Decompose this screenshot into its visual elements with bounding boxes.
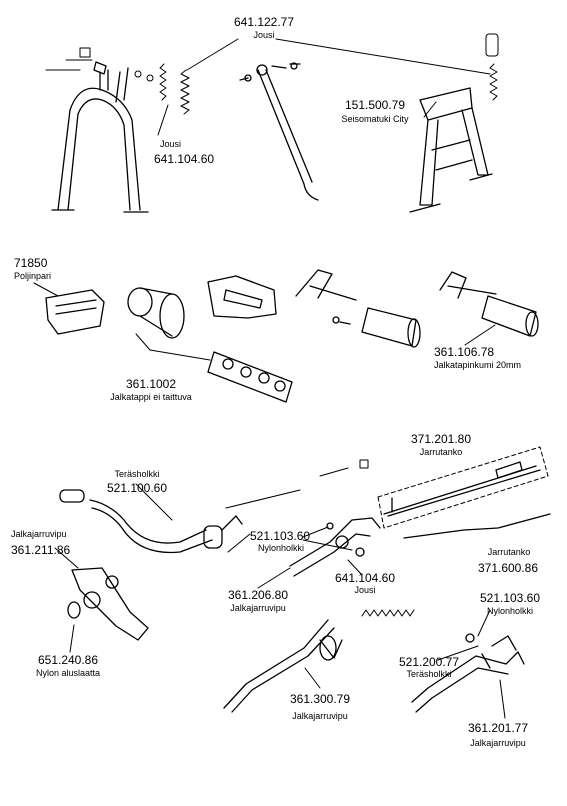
- brake-lever-mid: [289, 517, 381, 577]
- brake-lever-long: [59, 489, 243, 554]
- part-code: 361.106.78: [434, 345, 495, 359]
- part-code: 361.201.77: [467, 721, 529, 735]
- part-code: 521.103.60: [479, 591, 541, 605]
- brake-linkage-upper: [225, 459, 369, 509]
- part-code: 651.240.86: [37, 653, 99, 667]
- footpeg-rubber-right: [439, 271, 539, 337]
- brake-rod-bottom: [403, 513, 551, 539]
- footpeg-bracket: [207, 275, 277, 319]
- brake-lever-left: [67, 567, 149, 641]
- part-code: 361.300.79: [289, 692, 351, 706]
- part-name: Jousi: [253, 30, 275, 40]
- part-name: Nylonholkki: [258, 543, 305, 553]
- footpeg-assembly-right: [295, 269, 421, 348]
- part-name: Jousi: [354, 585, 376, 595]
- part-code: 361.206.80: [227, 588, 289, 602]
- part-code: 371.600.86: [477, 561, 539, 575]
- spring-right: [485, 33, 499, 101]
- part-code: 361.1002: [125, 377, 177, 391]
- part-code: 521.200.77: [398, 655, 460, 669]
- center-stand-city: [409, 87, 493, 213]
- pedal-pair: [45, 289, 105, 335]
- part-name: Seisomatuki City: [341, 114, 409, 124]
- part-name: Teräsholkki: [406, 669, 452, 679]
- part-name: Jalkatapinkumi 20mm: [434, 360, 522, 370]
- footpeg-rubber-left: [127, 287, 185, 339]
- part-name: Jarrutanko: [419, 447, 463, 457]
- part-code: 361.211.86: [11, 543, 71, 557]
- brake-rod-dashed-box: [377, 446, 549, 529]
- bolts-top-left: [45, 47, 154, 82]
- part-name: Jalkajarruvipu: [11, 529, 67, 539]
- part-code: 641.122.77: [233, 15, 295, 29]
- part-name: Jousi: [160, 139, 182, 149]
- part-code: 71850: [14, 256, 48, 270]
- part-name: Poljinpari: [14, 271, 52, 281]
- part-name: Jarrutanko: [487, 547, 531, 557]
- part-name: Nylon aluslaatta: [35, 668, 101, 678]
- part-code: 521.103.60: [250, 529, 311, 543]
- part-name: Nylonholkki: [486, 606, 534, 616]
- spring-pair-left: [159, 63, 190, 115]
- footpeg-metal: [207, 351, 293, 403]
- part-code: 151.500.79: [344, 98, 406, 112]
- part-code: 641.104.60: [154, 152, 215, 166]
- part-code: 371.201.80: [410, 432, 472, 446]
- spring-bottom: [361, 609, 415, 617]
- brake-lever-bottom-mid: [223, 619, 343, 713]
- part-name: Jalkajarruvipu: [470, 738, 526, 748]
- part-code: 521.100.60: [106, 481, 168, 495]
- center-stand-left: [51, 61, 149, 213]
- side-stand: [239, 62, 319, 201]
- part-name: Teräsholkki: [114, 469, 160, 479]
- brake-lever-bottom-right: [411, 633, 525, 713]
- brake-rod-top: [383, 461, 541, 517]
- part-code: 641.104.60: [334, 571, 396, 585]
- part-name: Jalkajarruvipu: [292, 711, 348, 721]
- part-name: Jalkatappi ei taittuva: [110, 392, 192, 402]
- part-name: Jalkajarruvipu: [230, 603, 286, 613]
